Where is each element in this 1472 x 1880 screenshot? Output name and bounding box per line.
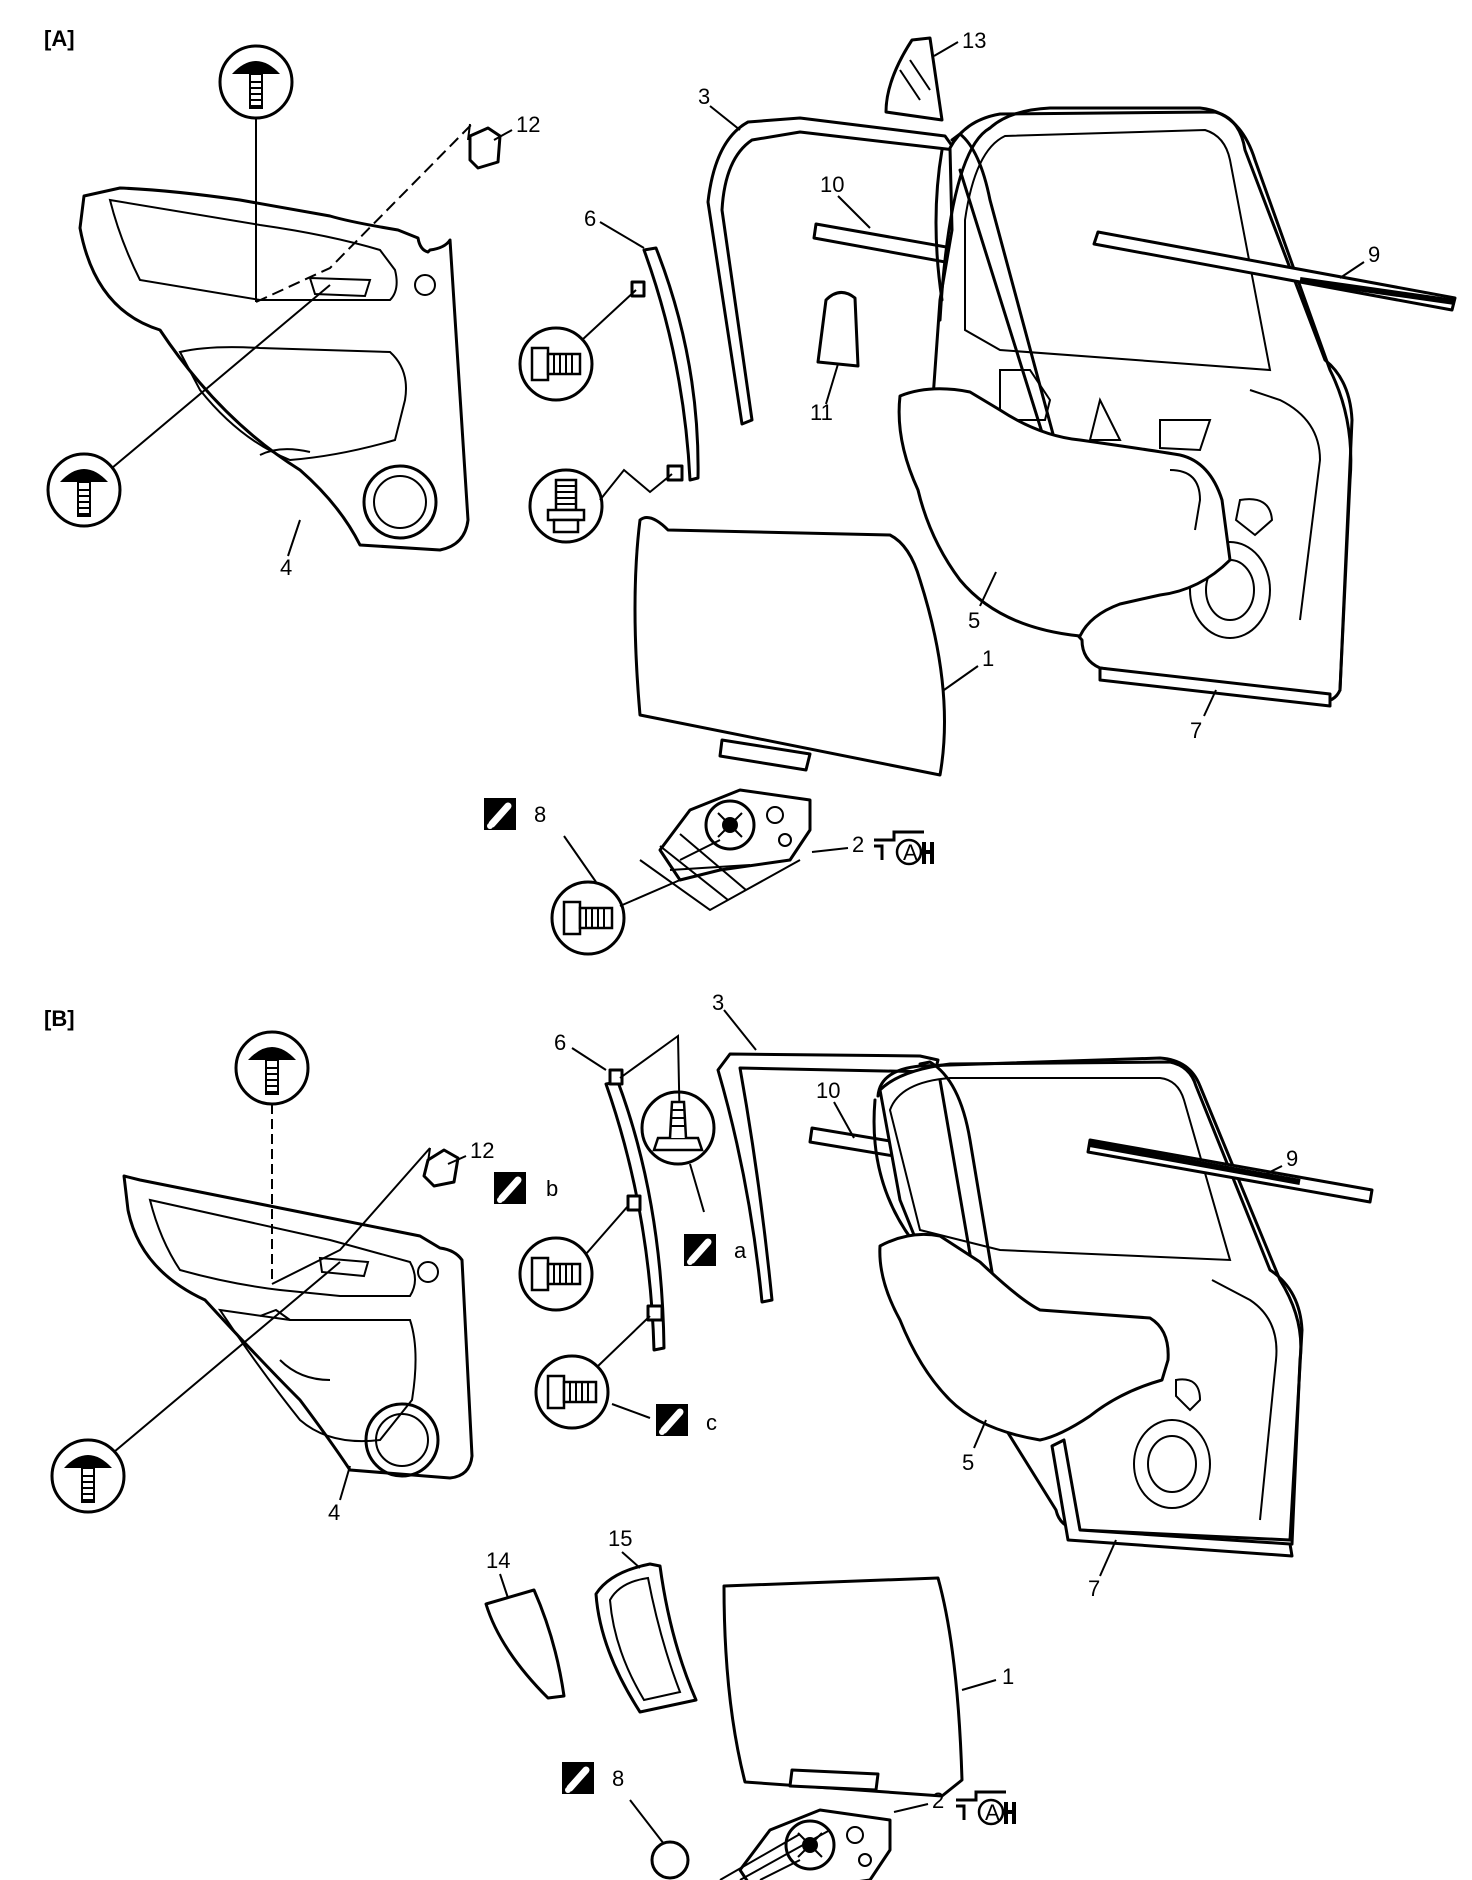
callout-14-b: 14 — [486, 1548, 510, 1573]
section-b: [B] 12 4 6 — [44, 990, 1374, 1880]
callout-5-b: 5 — [962, 1450, 974, 1475]
callout-10-b: 10 — [816, 1078, 840, 1103]
bolt-icon-b — [518, 1236, 594, 1312]
rear-sash-channel-b — [604, 1068, 666, 1352]
screw-icon-a — [640, 1090, 716, 1166]
callout-3-b: 3 — [712, 990, 724, 1015]
waterproof-film — [897, 387, 1232, 638]
bracket-12-b — [422, 1148, 460, 1188]
quarter-glass — [884, 36, 944, 122]
bolt-icon-8b — [650, 1840, 690, 1880]
callout-6-b: 6 — [554, 1030, 566, 1055]
clip-icon-top-b — [234, 1030, 310, 1106]
callout-6-a: 6 — [584, 206, 596, 231]
clip-icon-bottom-b — [50, 1438, 126, 1514]
grease-letter-a: A — [903, 840, 918, 865]
callout-8-b: 8 — [612, 1766, 624, 1791]
callout-4-b: 4 — [328, 1500, 340, 1525]
section-a-label: [A] — [44, 26, 75, 51]
callout-8-a: 8 — [534, 802, 546, 827]
door-trim-panel-b — [122, 1174, 474, 1480]
callout-4-a: 4 — [280, 555, 292, 580]
waterproof-film-b — [878, 1232, 1170, 1442]
torque-wrench-icon-8b — [562, 1762, 594, 1794]
glass-run — [706, 116, 957, 426]
door-weatherstrip — [1098, 666, 1332, 708]
glass-run-b — [716, 1052, 940, 1304]
callout-10-a: 10 — [820, 172, 844, 197]
callout-12-a: 12 — [516, 112, 540, 137]
bracket-12 — [468, 126, 502, 170]
torque-wrench-icon-c — [656, 1404, 688, 1436]
bolt-icon-upper-a — [518, 326, 594, 402]
callout-11-a: 11 — [810, 400, 833, 425]
door-glass-b — [722, 1576, 964, 1798]
callout-5-a: 5 — [968, 608, 980, 633]
callout-9-b: 9 — [1286, 1146, 1298, 1171]
bolt-icon-lower-a — [528, 468, 604, 544]
callout-13-a: 13 — [962, 28, 986, 53]
callout-3-a: 3 — [698, 84, 710, 109]
callout-2-b: 2 — [932, 1788, 944, 1813]
torque-wrench-icon-b — [494, 1172, 526, 1204]
callout-7-b: 7 — [1088, 1576, 1100, 1601]
torque-mark-a: a — [734, 1238, 747, 1263]
callout-1-b: 1 — [1002, 1664, 1014, 1689]
rear-sash-channel — [630, 246, 700, 482]
window-regulator-b — [738, 1808, 892, 1880]
bolt-icon-8a — [550, 880, 626, 956]
grease-letter-b: A — [985, 1800, 1000, 1825]
torque-mark-b: b — [546, 1176, 558, 1201]
section-b-label: [B] — [44, 1006, 75, 1031]
torque-wrench-icon-8a — [484, 798, 516, 830]
callout-7-a: 7 — [1190, 718, 1202, 743]
callout-9-a: 9 — [1368, 242, 1380, 267]
clip-icon-bottom-a — [46, 452, 122, 528]
door-weatherstrip-b — [1050, 1438, 1294, 1558]
quarter-glass-b — [484, 1588, 566, 1700]
quarter-glass-frame — [594, 1562, 698, 1714]
clip-icon-top-a — [218, 44, 294, 120]
callout-12-b: 12 — [470, 1138, 494, 1163]
bolt-icon-c — [534, 1354, 610, 1430]
door-trim-panel — [78, 186, 470, 552]
torque-mark-c: c — [706, 1410, 717, 1435]
torque-wrench-icon-a — [684, 1234, 716, 1266]
door-glass — [633, 516, 946, 777]
callout-2-a: 2 — [852, 832, 864, 857]
bracket-11 — [816, 291, 860, 368]
callout-15-b: 15 — [608, 1526, 632, 1551]
section-a: [A] 12 4 6 — [44, 26, 1457, 956]
callout-1-a: 1 — [982, 646, 994, 671]
